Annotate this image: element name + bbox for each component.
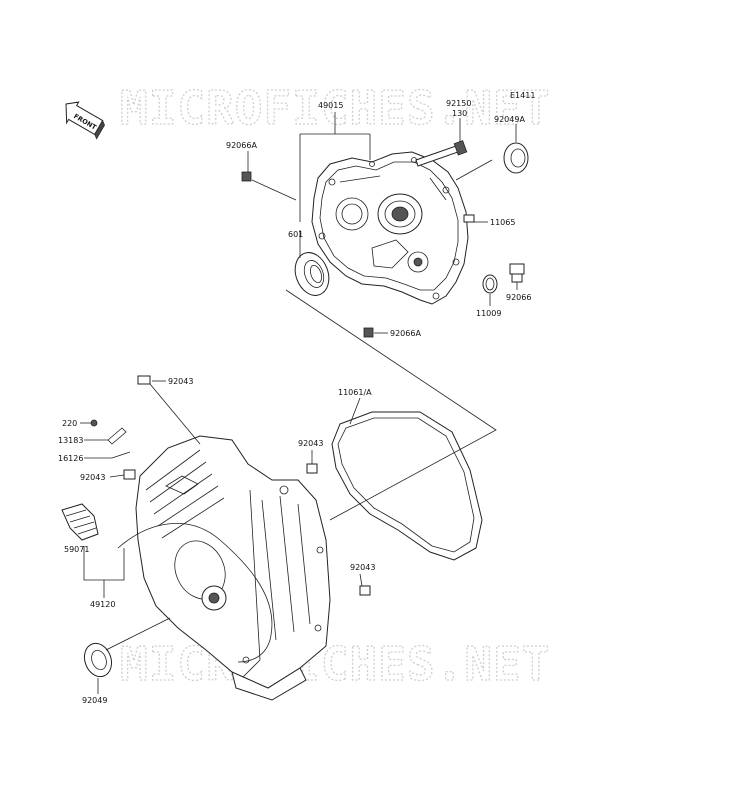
- dowel-92043-top: [137, 375, 151, 385]
- dowel-92043-low: [359, 585, 371, 596]
- label-92066a-bottom: 92066A: [390, 329, 421, 338]
- label-49120: 49120: [90, 600, 115, 609]
- label-601: 601: [288, 230, 303, 239]
- label-92150: 92150: [446, 99, 471, 108]
- oil-seal-92049a: [503, 142, 529, 174]
- oil-seal-92049: [83, 642, 113, 678]
- front-arrow-icon: FRONT: [65, 101, 105, 140]
- label-92049: 92049: [82, 696, 107, 705]
- label-59071: 59071: [64, 545, 89, 554]
- crankcase: [135, 435, 331, 701]
- dowel-92043-left: [123, 469, 136, 480]
- label-92043-mid: 92043: [298, 439, 323, 448]
- label-11061a: 11061/A: [338, 388, 372, 397]
- bolt-92150: [415, 140, 468, 167]
- label-92049a: 92049A: [494, 115, 525, 124]
- breather-59071: [61, 503, 99, 541]
- plug-92066: [509, 263, 525, 283]
- label-92043-low: 92043: [350, 563, 375, 572]
- governor-wire-49120: [117, 523, 273, 663]
- label-220: 220: [62, 419, 77, 428]
- bearing-601: [294, 252, 330, 296]
- label-92043-top: 92043: [168, 377, 193, 386]
- plug-92066a-top: [241, 171, 252, 182]
- clip-13183: [107, 427, 127, 445]
- leader-lines: [80, 112, 518, 694]
- pin-11065: [463, 214, 475, 223]
- label-92066a-top: 92066A: [226, 141, 257, 150]
- diagram-code: E1411: [510, 91, 535, 100]
- label-16126: 16126: [58, 454, 83, 463]
- part-labels: 49015 92150 130 92049A 92066A 601 11065 …: [58, 99, 531, 705]
- bolt-220: [90, 419, 98, 427]
- dowel-92043-mid: [306, 463, 318, 474]
- label-13183: 13183: [58, 436, 83, 445]
- label-11065: 11065: [490, 218, 515, 227]
- label-49015: 49015: [318, 101, 343, 110]
- spring-16126: [111, 451, 131, 459]
- plug-92066a-bottom: [363, 327, 374, 338]
- watermark-bottom: MICROFICHES.NET: [120, 637, 550, 691]
- label-130: 130: [452, 109, 467, 118]
- crankcase-cover: [311, 151, 469, 305]
- gasket-11061a: [331, 411, 483, 561]
- oring-11009: [482, 274, 498, 294]
- label-92066: 92066: [506, 293, 531, 302]
- label-11009: 11009: [476, 309, 501, 318]
- label-92043-left: 92043: [80, 473, 105, 482]
